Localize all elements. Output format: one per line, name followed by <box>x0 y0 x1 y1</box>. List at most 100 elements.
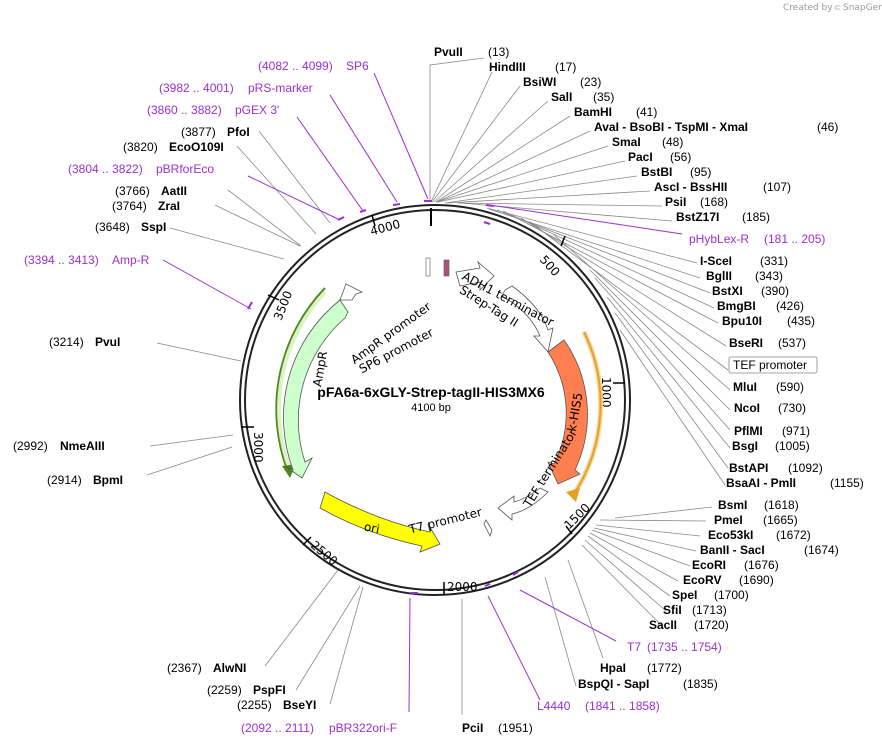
ampr-promoter-feature <box>339 283 364 301</box>
tef-promoter-box[interactable]: TEF promoter <box>728 356 818 374</box>
enzyme-label[interactable]: (3648)SspI <box>95 220 166 234</box>
enzyme-label[interactable]: SpeI(1700) <box>672 588 749 602</box>
enzyme-label[interactable]: BglII(343) <box>706 269 783 283</box>
svg-text:(1772): (1772) <box>647 661 682 675</box>
enzyme-label[interactable]: HindIII(17) <box>489 60 576 74</box>
primer-label[interactable]: (3804 .. 3822)pBRforEco <box>68 162 214 176</box>
svg-text:NmeAIII: NmeAIII <box>60 439 105 453</box>
enzyme-label[interactable]: PflMI(971) <box>734 424 810 438</box>
enzyme-label[interactable]: SmaI(48) <box>612 135 683 149</box>
enzyme-label[interactable]: MluI(590) <box>733 380 804 394</box>
enzyme-label[interactable]: BstAPI(1092) <box>729 461 823 475</box>
enzyme-label[interactable]: EcoRV(1690) <box>683 573 774 587</box>
enzyme-label[interactable]: BsgI(1005) <box>732 439 810 453</box>
primer-label[interactable]: pHybLex-R(181 .. 205) <box>689 232 825 246</box>
svg-text:(1735 .. 1754): (1735 .. 1754) <box>647 640 722 654</box>
svg-text:BspQI - SapI: BspQI - SapI <box>578 677 649 691</box>
enzyme-label[interactable]: (3766)AatII <box>115 184 187 198</box>
enzyme-label[interactable]: PvuII(13) <box>434 45 509 59</box>
primer-label[interactable]: (3982 .. 4001)pRS-marker <box>159 81 313 95</box>
enzyme-label[interactable]: BsmI(1618) <box>718 498 799 512</box>
svg-text:(1841 .. 1858): (1841 .. 1858) <box>585 699 660 713</box>
enzyme-label[interactable]: BanII - SacI(1674) <box>700 543 839 557</box>
enzyme-label[interactable]: (3764)ZraI <box>112 199 180 213</box>
enzyme-label[interactable]: AvaI - BsoBI - TspMI - XmaI(46) <box>594 120 838 134</box>
enzyme-label[interactable]: BstBI(95) <box>641 165 711 179</box>
enzyme-label[interactable]: Bpu10I(435) <box>722 314 815 328</box>
enzyme-label[interactable]: I-SceI(331) <box>700 254 788 268</box>
svg-text:(730): (730) <box>778 401 806 415</box>
svg-text:(56): (56) <box>670 150 691 164</box>
svg-text:(107): (107) <box>763 180 791 194</box>
enzyme-label[interactable]: SacII(1720) <box>649 618 729 632</box>
svg-text:PspFI: PspFI <box>253 683 286 697</box>
svg-text:(537): (537) <box>778 336 806 350</box>
svg-text:(3820): (3820) <box>123 140 158 154</box>
svg-text:(23): (23) <box>580 75 601 89</box>
plasmid-title: pFA6a-6xGLY-Strep-tagII-HIS3MX6 4100 bp <box>317 384 545 414</box>
enzyme-label[interactable]: (2259) PspFI <box>207 683 286 697</box>
primer-label[interactable]: (4082 .. 4099)SP6 <box>258 59 369 73</box>
svg-text:MluI: MluI <box>733 380 757 394</box>
primer-labels: (4082 .. 4099)SP6 (3982 .. 4001)pRS-mark… <box>24 59 825 735</box>
svg-text:pGEX 3': pGEX 3' <box>235 103 279 117</box>
enzyme-label[interactable]: BmgBI(426) <box>717 299 804 313</box>
enzyme-label[interactable]: BsiWI (23) <box>523 75 601 89</box>
enzyme-label[interactable]: AscI - BssHII(107) <box>654 180 791 194</box>
enzyme-label[interactable]: SalI(35) <box>551 90 614 104</box>
svg-text:(1700): (1700) <box>714 588 749 602</box>
plasmid-size: 4100 bp <box>411 402 451 414</box>
svg-text:(46): (46) <box>817 120 838 134</box>
enzyme-label[interactable]: (3214)PvuI <box>49 335 120 349</box>
svg-text:(1155): (1155) <box>830 476 864 490</box>
svg-text:(3764): (3764) <box>112 199 147 213</box>
svg-text:(1713): (1713) <box>692 603 727 617</box>
enzyme-label[interactable]: BseRI (537) <box>729 336 806 350</box>
svg-text:PvuI: PvuI <box>95 335 120 349</box>
enzyme-label[interactable]: (2992)NmeAIII <box>13 439 105 453</box>
svg-text:(2259): (2259) <box>207 683 242 697</box>
svg-text:Bpu10I: Bpu10I <box>722 314 762 328</box>
ampr-orf-line <box>275 287 326 473</box>
svg-text:SalI: SalI <box>551 90 572 104</box>
svg-text:BsiWI: BsiWI <box>523 75 556 89</box>
svg-text:(185): (185) <box>742 210 770 224</box>
enzyme-label[interactable]: HpaI(1772) <box>600 661 682 675</box>
svg-text:SP6: SP6 <box>346 59 369 73</box>
enzyme-label[interactable]: Eco53kI(1672) <box>708 528 811 542</box>
enzyme-label[interactable]: EcoRI(1676) <box>692 558 779 572</box>
enzyme-label[interactable]: (2255)BseYI <box>237 698 316 712</box>
enzyme-label[interactable]: PciI(1951) <box>462 721 533 735</box>
enzyme-label[interactable]: PsiI(168) <box>665 195 728 209</box>
primer-label[interactable]: L4440(1841 .. 1858) <box>537 699 660 713</box>
enzyme-label[interactable]: NcoI(730) <box>734 401 806 415</box>
enzyme-label[interactable]: PacI(56) <box>628 150 691 164</box>
svg-text:(390): (390) <box>761 284 789 298</box>
enzyme-label[interactable]: BstZ17I(185) <box>676 210 770 224</box>
svg-text:(41): (41) <box>636 105 657 119</box>
enzyme-label[interactable]: BspQI - SapI(1835) <box>578 677 718 691</box>
svg-text:(2255): (2255) <box>237 698 272 712</box>
svg-text:BstAPI: BstAPI <box>729 461 768 475</box>
svg-text:PsiI: PsiI <box>665 195 686 209</box>
enzyme-label[interactable]: (2914)BpmI <box>47 473 123 487</box>
enzyme-label[interactable]: BamHI(41) <box>574 105 657 119</box>
enzyme-label[interactable]: SfiI(1713) <box>663 603 727 617</box>
primer-label[interactable]: (3860 .. 3882)pGEX 3' <box>147 103 279 117</box>
svg-text:Amp-R: Amp-R <box>112 253 150 267</box>
primer-label[interactable]: (2092 .. 2111)pBR322ori-F <box>241 721 397 735</box>
enzyme-label[interactable]: (3820)EcoO109I <box>123 140 224 154</box>
primer-label[interactable]: T7(1735 .. 1754) <box>627 640 722 654</box>
svg-text:BseRI: BseRI <box>729 336 763 350</box>
svg-text:(3394 .. 3413): (3394 .. 3413) <box>24 253 99 267</box>
enzyme-label[interactable]: (2367)AlwNI <box>167 661 246 675</box>
primer-label[interactable]: (3394 .. 3413) Amp-R <box>24 253 150 267</box>
tef-promoter-label: TEF promoter <box>733 358 807 372</box>
enzyme-label[interactable]: (3877)PfoI <box>181 125 250 139</box>
svg-text:(13): (13) <box>488 45 509 59</box>
svg-text:(971): (971) <box>782 424 810 438</box>
svg-text:(1665): (1665) <box>763 513 798 527</box>
enzyme-label[interactable]: PmeI(1665) <box>714 513 798 527</box>
enzyme-label[interactable]: BstXI(390) <box>712 284 789 298</box>
enzyme-label[interactable]: BsaAI - PmlI(1155) <box>726 476 864 490</box>
